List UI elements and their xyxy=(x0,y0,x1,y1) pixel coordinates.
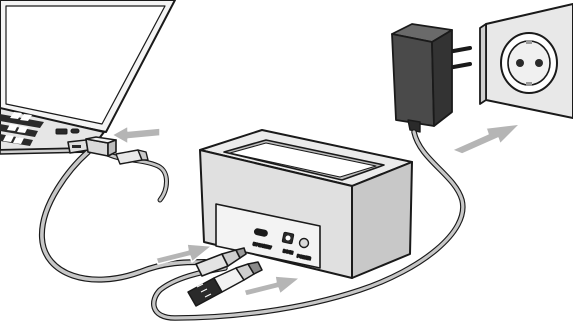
usbc-plug xyxy=(195,247,247,277)
direction-arrows xyxy=(111,123,521,297)
dock-usbc-port xyxy=(253,228,268,237)
usb-adapter-plug xyxy=(115,149,149,165)
arrow-to-dc-port xyxy=(243,275,301,297)
arrow-to-usbc-port xyxy=(155,243,213,265)
docking-station: 5V 3A/15W DC IN POWER xyxy=(199,129,413,279)
laptop-usb-port xyxy=(55,128,68,135)
arrow-to-laptop xyxy=(111,125,161,145)
usb-a-plug xyxy=(67,136,117,157)
dc-port-label: DC IN xyxy=(283,249,294,255)
keyboard xyxy=(0,112,44,146)
power-adapter xyxy=(151,23,472,321)
power-button-label: POWER xyxy=(297,254,312,261)
laptop-usbc-port xyxy=(70,128,80,134)
dc-barrel-plug xyxy=(187,261,263,307)
laptop xyxy=(0,0,176,155)
usb-cable xyxy=(38,136,208,283)
arrow-to-socket xyxy=(451,123,521,155)
usbc-port-label: 5V 3A/15W xyxy=(253,242,272,250)
dock-power-button xyxy=(298,237,310,249)
wall-socket xyxy=(479,3,573,119)
